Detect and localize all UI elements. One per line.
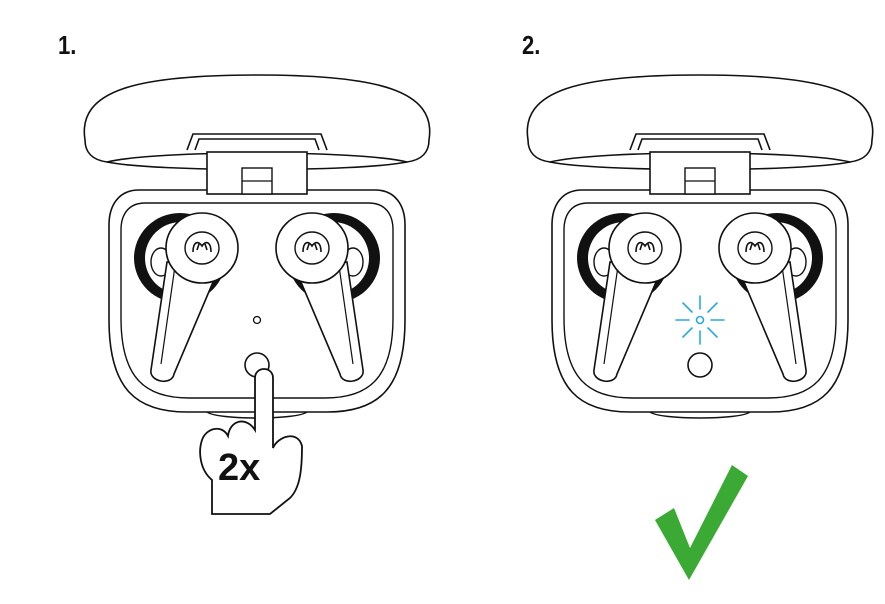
earbud-case-step-1 <box>83 74 431 419</box>
step-1-label: 1. <box>58 30 77 60</box>
led-indicator-off <box>252 315 262 325</box>
earbud-case-step-2 <box>526 74 874 419</box>
press-count-label: 2x <box>218 447 260 489</box>
step-2-label: 2. <box>522 30 541 60</box>
checkmark-icon <box>655 465 748 580</box>
led-blink-icon <box>675 295 725 345</box>
pointing-hand-icon: 2x <box>199 368 303 515</box>
